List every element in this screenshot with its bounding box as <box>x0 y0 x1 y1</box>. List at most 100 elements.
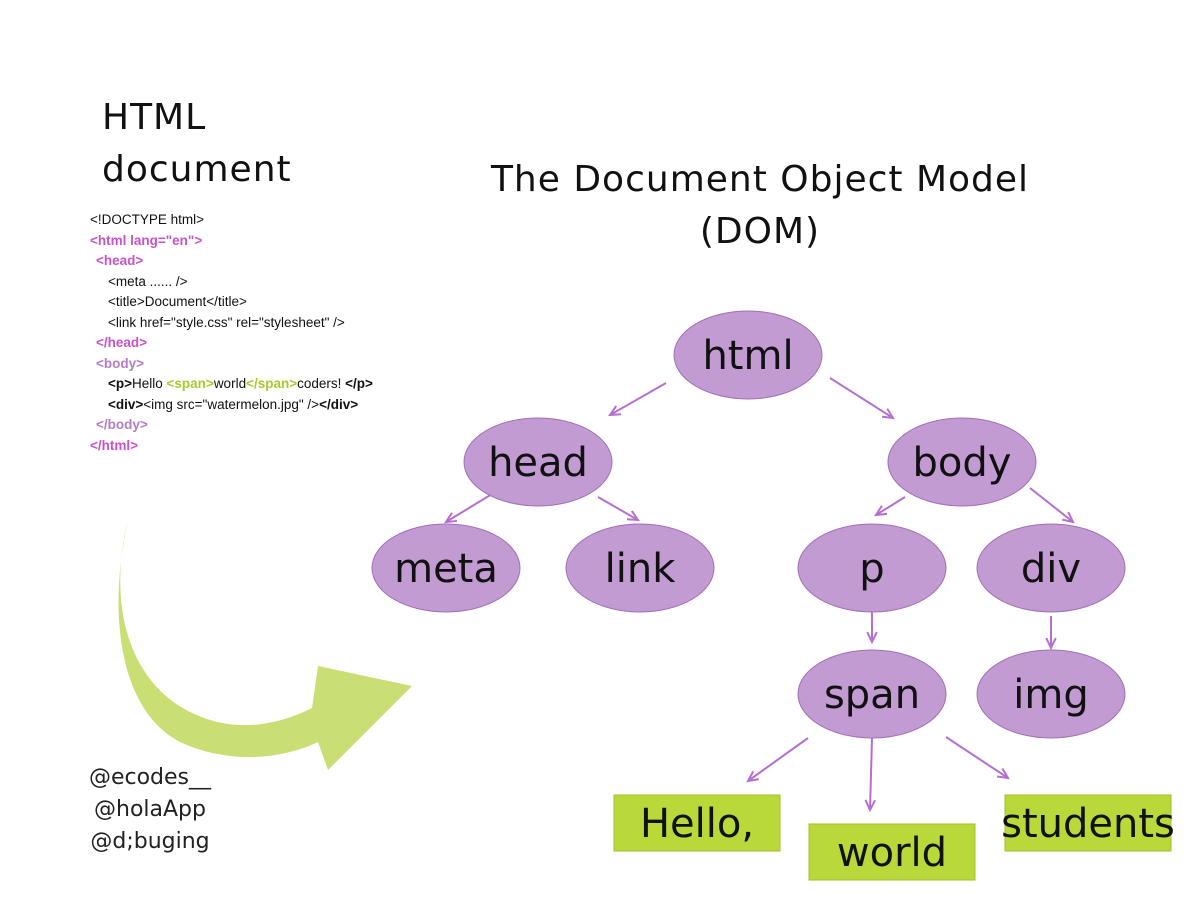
node-label: meta <box>394 546 498 592</box>
heading-line-1: HTML <box>102 97 207 138</box>
code-line: </body> <box>90 415 450 436</box>
code-token: </body> <box>96 417 148 432</box>
html-code-listing: <!DOCTYPE html> <html lang="en"> <head> <me… <box>90 210 450 456</box>
node-world: world <box>808 823 976 881</box>
leaf-text-box <box>1004 794 1172 852</box>
node-students: students <box>1001 794 1175 852</box>
node-div: div <box>976 523 1126 613</box>
code-line: <head> <box>90 251 450 272</box>
node-label: link <box>605 546 677 592</box>
node-label: img <box>1013 672 1088 718</box>
node-ellipse <box>976 649 1126 739</box>
code-line: <!DOCTYPE html> <box>90 210 450 231</box>
node-hello: Hello, <box>613 794 781 852</box>
code-token: Hello <box>132 376 167 391</box>
arrowhead-icon <box>874 505 888 517</box>
node-label: span <box>824 672 920 718</box>
node-label: world <box>837 830 947 876</box>
social-handles: @ecodes__@holaApp@d;buging <box>60 762 240 858</box>
node-ellipse <box>371 523 521 613</box>
node-img: img <box>976 649 1126 739</box>
leaf-text-box <box>808 823 976 881</box>
code-token: <html lang="en"> <box>90 232 203 248</box>
arrowhead-icon <box>1062 511 1075 524</box>
node-label: div <box>1021 546 1081 592</box>
arrowhead-icon <box>996 768 1010 780</box>
node-label: html <box>702 333 793 379</box>
code-token: <head> <box>96 253 144 268</box>
arrowhead-icon <box>746 770 760 783</box>
edge-html-to-head <box>609 382 667 416</box>
code-token: <p> <box>108 376 133 391</box>
node-body: body <box>887 417 1037 507</box>
leaf-text-box <box>613 794 781 852</box>
dom-title-line-2: (DOM) <box>699 211 821 252</box>
node-span: span <box>797 649 947 739</box>
code-token: <body> <box>96 355 145 371</box>
code-token: <img src="watermelon.jpg" /> <box>143 396 320 412</box>
heading-line-2: document <box>102 149 292 190</box>
code-token: world <box>213 376 247 391</box>
code-token: <span> <box>166 376 214 391</box>
node-label: body <box>913 440 1012 486</box>
code-line: <div><img src="watermelon.jpg" /></div> <box>90 395 450 416</box>
code-line: <title>Document</title> <box>90 292 450 313</box>
node-label: p <box>859 546 884 592</box>
code-line: </head> <box>90 333 450 354</box>
dom-title-line-1: The Document Object Model <box>490 159 1030 200</box>
curved-arrow-icon <box>118 520 412 770</box>
edge-head-to-meta <box>445 493 493 523</box>
arrowhead-icon <box>864 799 876 813</box>
node-html: html <box>673 310 823 400</box>
node-p: p <box>797 523 947 613</box>
code-line: <html lang="en"> <box>90 231 450 252</box>
node-ellipse <box>463 417 613 507</box>
code-token: </div> <box>319 396 359 412</box>
code-line: <p>Hello <span>world</span>coders! </p> <box>90 374 450 395</box>
code-token: </p> <box>345 376 373 391</box>
node-label: students <box>1001 801 1175 847</box>
code-token: <meta ...... /> <box>108 273 188 289</box>
arrowhead-icon <box>444 512 458 524</box>
tree-edges <box>444 377 1075 813</box>
arrowhead-icon <box>608 405 622 417</box>
code-token: coders! <box>297 376 346 391</box>
node-ellipse <box>976 523 1126 613</box>
code-token: <!DOCTYPE html> <box>90 212 205 227</box>
edge-span-to-world <box>869 737 873 811</box>
dom-title: The Document Object Model (DOM) <box>460 154 1060 258</box>
edge-body-to-div <box>1029 487 1074 523</box>
node-head: head <box>463 417 613 507</box>
edge-html-to-body <box>829 377 894 419</box>
code-token: <title>Document</title> <box>108 294 247 309</box>
node-meta: meta <box>371 523 521 613</box>
html-document-heading: HTML document <box>102 92 422 196</box>
code-token: </html> <box>90 437 139 453</box>
node-ellipse <box>797 523 947 613</box>
node-label: Hello, <box>640 801 754 847</box>
code-token: </span> <box>246 376 298 391</box>
node-ellipse <box>887 417 1037 507</box>
code-line: <body> <box>90 354 450 375</box>
node-ellipse <box>673 310 823 400</box>
arrowhead-icon <box>1045 637 1057 651</box>
code-line: <meta ...... /> <box>90 272 450 293</box>
edge-body-to-p <box>875 496 906 516</box>
node-link: link <box>565 523 715 613</box>
arrowhead-icon <box>866 631 878 645</box>
arrowhead-icon <box>626 510 640 522</box>
code-line: </html> <box>90 436 450 457</box>
edge-span-to-students <box>945 736 1009 779</box>
code-line: <link href="style.css" rel="stylesheet" … <box>90 313 450 334</box>
code-token: <link href="style.css" rel="stylesheet" … <box>108 314 345 330</box>
social-handle: @holaApp <box>94 797 206 822</box>
social-handle: @ecodes__ <box>88 765 212 790</box>
edge-span-to-hello <box>747 737 809 782</box>
node-label: head <box>488 440 588 486</box>
code-token: <div> <box>108 396 144 412</box>
node-ellipse <box>797 649 947 739</box>
code-token: </head> <box>96 335 148 350</box>
node-ellipse <box>565 523 715 613</box>
